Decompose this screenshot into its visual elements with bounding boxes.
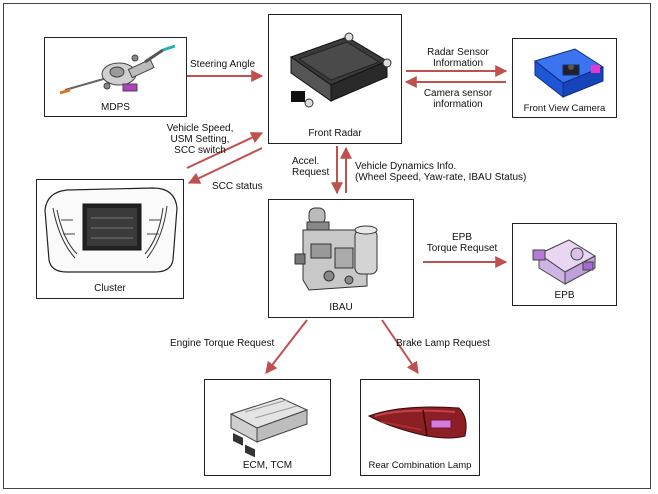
vehicle-speed-label: Vehicle Speed, USM Setting, SCC switch (160, 123, 240, 156)
ecm-illustration (229, 397, 309, 458)
steering-angle-label: Steering Angle (190, 59, 256, 70)
epb-torque-line-2: Torque Requset (426, 243, 498, 254)
arrow-brake-lamp (381, 319, 419, 374)
front-radar-label: Front Radar (308, 128, 362, 139)
mdps-illustration (59, 44, 176, 95)
radar-sensor-info-label: Radar Sensor Information (412, 47, 504, 69)
ecm-tcm-box: ECM, TCM (204, 379, 331, 476)
epb-label: EPB (554, 290, 575, 301)
vehicle-speed-line-1: Vehicle Speed, (166, 123, 234, 134)
arrow-cluster-to-radar (186, 132, 264, 169)
brake-lamp-request-label: Brake Lamp Request (396, 338, 490, 349)
radar-sensor-info-line-1: Radar Sensor (427, 47, 489, 58)
camera-sensor-info-label: Camera sensor information (412, 88, 504, 110)
arrow-radar-to-cluster (187, 147, 263, 184)
vehicle-dynamics-line-1: Vehicle Dynamics Info. (355, 161, 457, 172)
epb-illustration (532, 239, 597, 285)
arrow-engine-torque (265, 319, 308, 374)
rear-lamp-label: Rear Combination Lamp (368, 460, 472, 471)
epb-box: EPB (512, 223, 617, 306)
accel-request-line-2: Request (292, 167, 330, 178)
camera-illustration (533, 48, 605, 99)
cluster-illustration (44, 187, 178, 273)
accel-request-line-1: Accel. (292, 156, 320, 167)
diagram-frame (3, 3, 651, 489)
mdps-box: MDPS (44, 37, 187, 117)
rear-lamp-box: Rear Combination Lamp (360, 379, 480, 476)
epb-torque-line-1: EPB (451, 232, 472, 243)
cluster-box: Cluster (36, 179, 184, 299)
vehicle-speed-line-3: SCC switch (174, 145, 226, 156)
mdps-label: MDPS (101, 102, 130, 113)
vehicle-dynamics-line-2: (Wheel Speed, Yaw-rate, IBAU Status) (355, 172, 527, 183)
ibau-illustration (294, 207, 378, 291)
ibau-box: IBAU (268, 199, 414, 318)
radar-sensor-info-line-2: Information (432, 58, 484, 69)
front-view-camera-label: Front View Camera (523, 103, 606, 114)
front-view-camera-box: Front View Camera (512, 38, 617, 118)
engine-torque-request-label: Engine Torque Request (170, 338, 275, 349)
cluster-label: Cluster (94, 283, 126, 294)
epb-torque-request-label: EPB Torque Requset (420, 232, 504, 254)
rear-lamp-illustration (367, 406, 467, 439)
ibau-label: IBAU (329, 302, 353, 313)
vehicle-dynamics-label: Vehicle Dynamics Info. (Wheel Speed, Yaw… (355, 161, 526, 183)
accel-request-label: Accel. Request (292, 156, 329, 178)
radar-illustration (289, 32, 392, 108)
vehicle-speed-line-2: USM Setting, (170, 134, 230, 145)
scc-status-label: SCC status (212, 181, 263, 192)
front-radar-box: Front Radar (268, 14, 402, 144)
ecm-tcm-label: ECM, TCM (242, 460, 293, 471)
camera-sensor-info-line-2: information (433, 99, 483, 110)
camera-sensor-info-line-1: Camera sensor (423, 88, 493, 99)
